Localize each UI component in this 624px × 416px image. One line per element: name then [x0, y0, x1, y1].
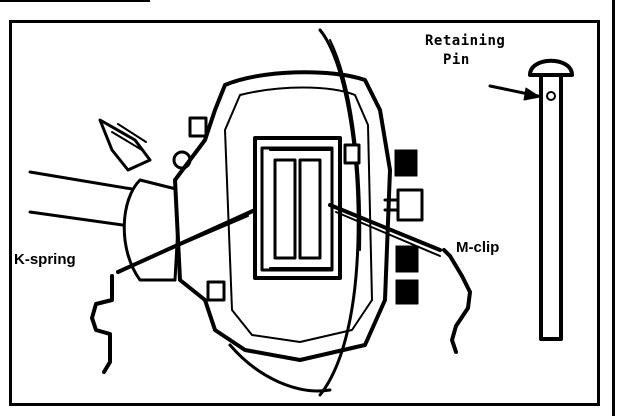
k-spring-detail: [90, 274, 114, 374]
k-spring-label: K-spring: [14, 251, 76, 268]
retaining-pin-label: Retaining: [425, 33, 506, 49]
figure-frame: [9, 20, 600, 406]
m-clip-label: M-clip: [456, 239, 500, 256]
m-clip-leader-line: [328, 203, 442, 252]
m-clip-detail: [442, 248, 472, 354]
retaining-pin-label-line2: Pin: [443, 52, 470, 68]
top-rule: [0, 0, 150, 2]
brake-pads: [253, 136, 342, 280]
right-rule: [612, 0, 615, 416]
retaining-pin: [528, 58, 574, 341]
brake-hose: [28, 118, 152, 228]
